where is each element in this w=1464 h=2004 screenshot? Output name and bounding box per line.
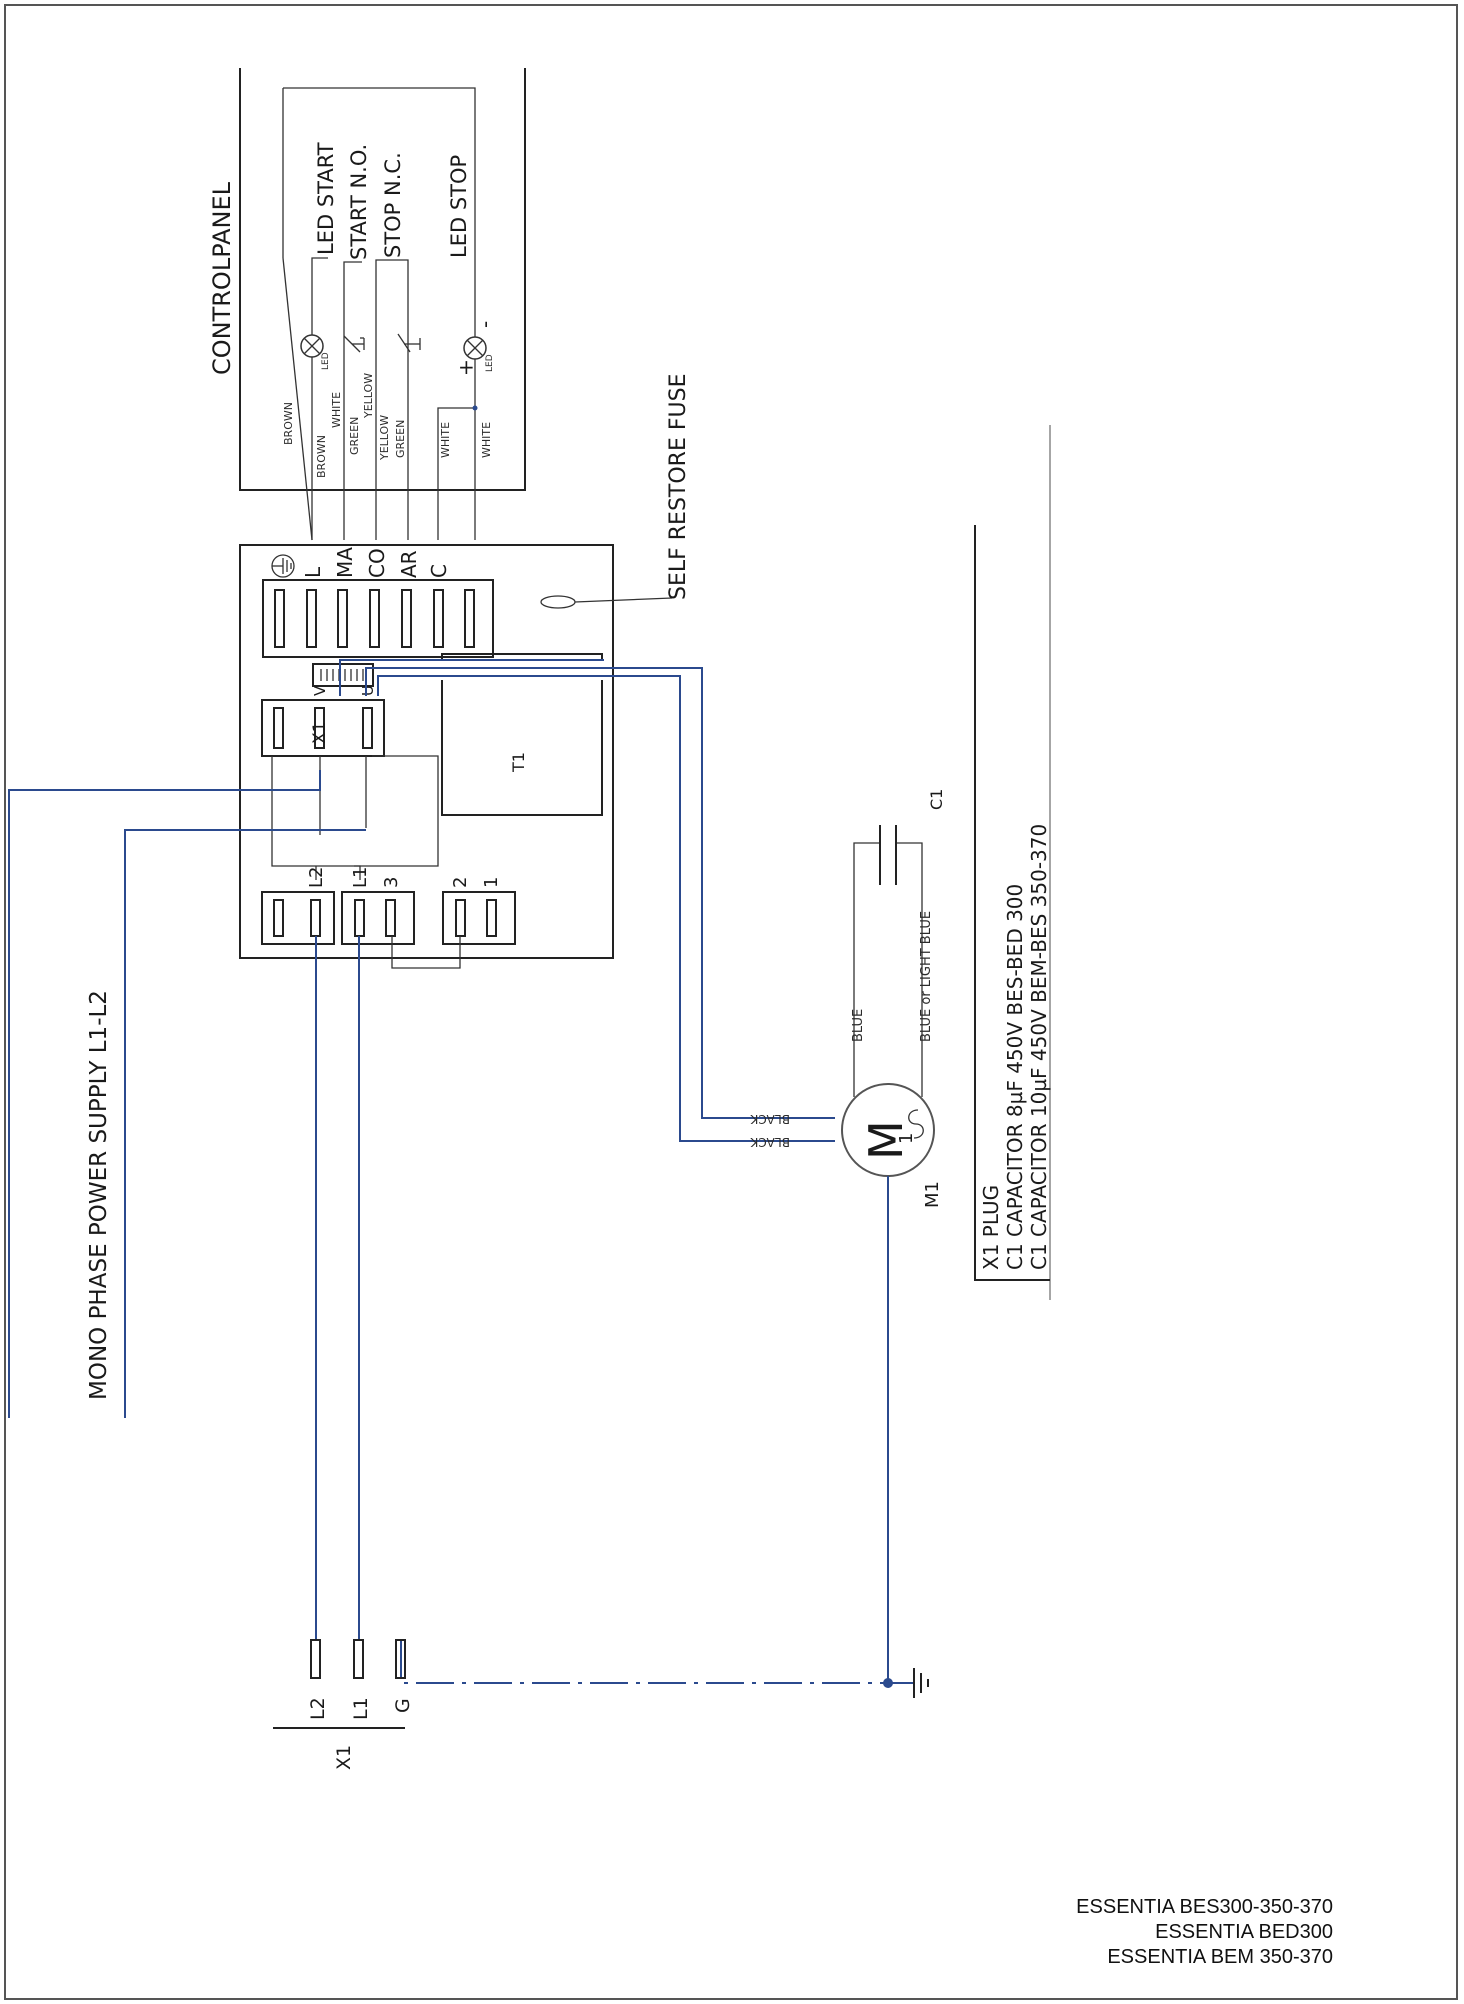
power-terminal-3: 3	[381, 877, 402, 888]
plug-x1-label: X1	[333, 1745, 355, 1770]
earth-ground-icon	[913, 1668, 929, 1698]
model-line-2: ESSENTIA BED300	[1155, 1921, 1333, 1943]
power-terminal-2: 2	[450, 877, 471, 888]
motor-wire-black-2: BLACK	[749, 1135, 790, 1149]
power-terminal-1: 1	[481, 877, 502, 888]
capacitor-wire-light-blue: BLUE or LIGHT BLUE	[919, 911, 934, 1042]
model-line-1: ESSENTIA BES300-350-370	[1076, 1896, 1333, 1918]
label-stop-nc: STOP N.C.	[381, 152, 405, 258]
wire-label-yellow-2: YELLOW	[378, 415, 391, 461]
led-stop-minus: -	[473, 321, 497, 328]
wire-label-brown-outer: BROWN	[282, 402, 295, 445]
led-stop-text: LED	[485, 354, 495, 372]
plug-pin-l2: L2	[307, 1697, 329, 1720]
label-led-stop: LED STOP	[447, 155, 471, 258]
controlpanel-title: CONTROLPANEL	[208, 181, 236, 375]
terminal-label-co: CO	[365, 548, 389, 578]
self-restore-fuse-icon	[540, 595, 576, 609]
supply-wiring: MONO PHASE POWER SUPPLY L1-L2	[8, 770, 888, 1684]
wire-label-yellow-1: YELLOW	[362, 373, 375, 419]
supply-label: MONO PHASE POWER SUPPLY L1-L2	[86, 990, 112, 1400]
board-x1-label: X1	[310, 722, 330, 744]
led-start-text: LED	[321, 352, 331, 370]
x1-pin-v: V	[311, 685, 329, 696]
label-start-no: START N.O.	[347, 144, 371, 260]
terminal-label-l: L	[301, 566, 325, 578]
terminal-label-c: C	[427, 564, 451, 578]
wire-label-brown: BROWN	[315, 435, 328, 478]
motor-name: M1	[922, 1181, 943, 1208]
fuse-label: SELF RESTORE FUSE	[666, 374, 691, 600]
label-led-start: LED START	[314, 142, 338, 255]
wire-label-white-1: WHITE	[330, 392, 343, 428]
terminal-label-ma: MA	[333, 547, 357, 578]
capacitor-name: C1	[927, 789, 946, 810]
main-board: L MA CO AR C SELF RESTORE FUSE T1 X1 V U	[239, 374, 691, 969]
mains-plug: L2 L1 G X1	[273, 1639, 414, 1770]
legend-capacitor-8uf: C1 CAPACITOR 8µF 450V BES-BED 300	[1003, 884, 1027, 1270]
motor-wire-black-1: BLACK	[749, 1112, 790, 1126]
led-stop-plus: +	[458, 355, 475, 379]
plug-pin-l1: L1	[350, 1697, 372, 1720]
wire-label-white-c: WHITE	[439, 422, 452, 458]
plug-pin-g: G	[392, 1698, 414, 1713]
wire-label-white-2: WHITE	[480, 422, 493, 458]
control-panel: CONTROLPANEL LED START START N.O. STOP N…	[208, 68, 526, 541]
power-terminal-l2: L2	[306, 867, 327, 888]
motor-symbol: M	[859, 1120, 913, 1160]
legend-capacitor-10uf: C1 CAPACITOR 10µF 450V BEM-BES 350-370	[1027, 824, 1051, 1270]
motor-section: BLACK BLACK M 1 M1 C1 BLUE BLUE or LIGHT…	[339, 659, 946, 1698]
wire-label-green-2: GREEN	[394, 420, 407, 458]
x1-pin-u: U	[359, 685, 377, 696]
transformer-label: T1	[509, 752, 528, 773]
earth-terminal-icon	[271, 554, 295, 578]
model-list: ESSENTIA BES300-350-370 ESSENTIA BED300 …	[1076, 1896, 1333, 1968]
drawing-frame	[4, 4, 1458, 2000]
motor-phase: 1	[896, 1133, 917, 1144]
power-terminal-l1: L1	[350, 867, 371, 888]
capacitor-wire-blue: BLUE	[851, 1009, 866, 1042]
legend-x1-plug: X1 PLUG	[979, 1185, 1003, 1270]
legend: X1 PLUG C1 CAPACITOR 8µF 450V BES-BED 30…	[974, 425, 1051, 1300]
model-line-3: ESSENTIA BEM 350-370	[1107, 1946, 1333, 1968]
terminal-label-ar: AR	[397, 550, 421, 578]
wire-label-green-1: GREEN	[348, 417, 361, 455]
